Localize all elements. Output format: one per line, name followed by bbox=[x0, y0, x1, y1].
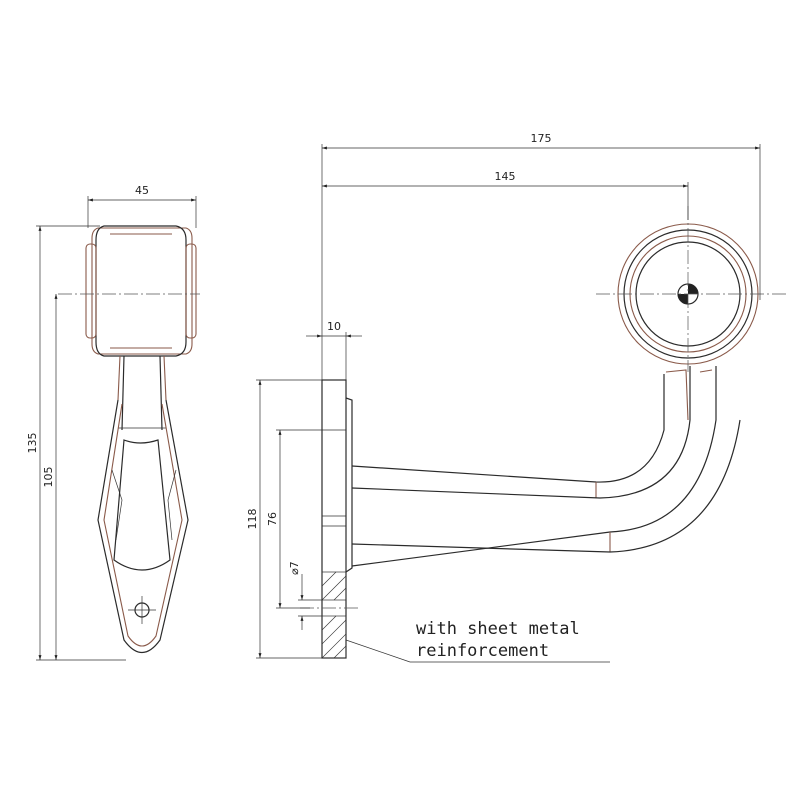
dim-hole-diameter: ⌀7 bbox=[288, 561, 301, 575]
front-view: 175 145 10 118 76 ⌀7 with sheet metal re… bbox=[246, 132, 786, 663]
dim-side-center-height: 105 bbox=[42, 467, 55, 488]
plate-hole-hatch bbox=[321, 571, 347, 659]
note-line-1: with sheet metal bbox=[416, 619, 580, 639]
side-view: 45 135 105 bbox=[26, 184, 200, 661]
dim-side-width: 45 bbox=[135, 184, 149, 197]
dim-side-height: 135 bbox=[26, 433, 39, 454]
dim-center-length: 145 bbox=[495, 170, 516, 183]
dim-hole-spacing: 76 bbox=[266, 512, 279, 526]
dim-overall-length: 175 bbox=[531, 132, 552, 145]
dim-plate-height: 118 bbox=[246, 509, 259, 530]
note-line-2: reinforcement bbox=[416, 641, 549, 661]
dim-plate-thickness: 10 bbox=[327, 320, 341, 333]
